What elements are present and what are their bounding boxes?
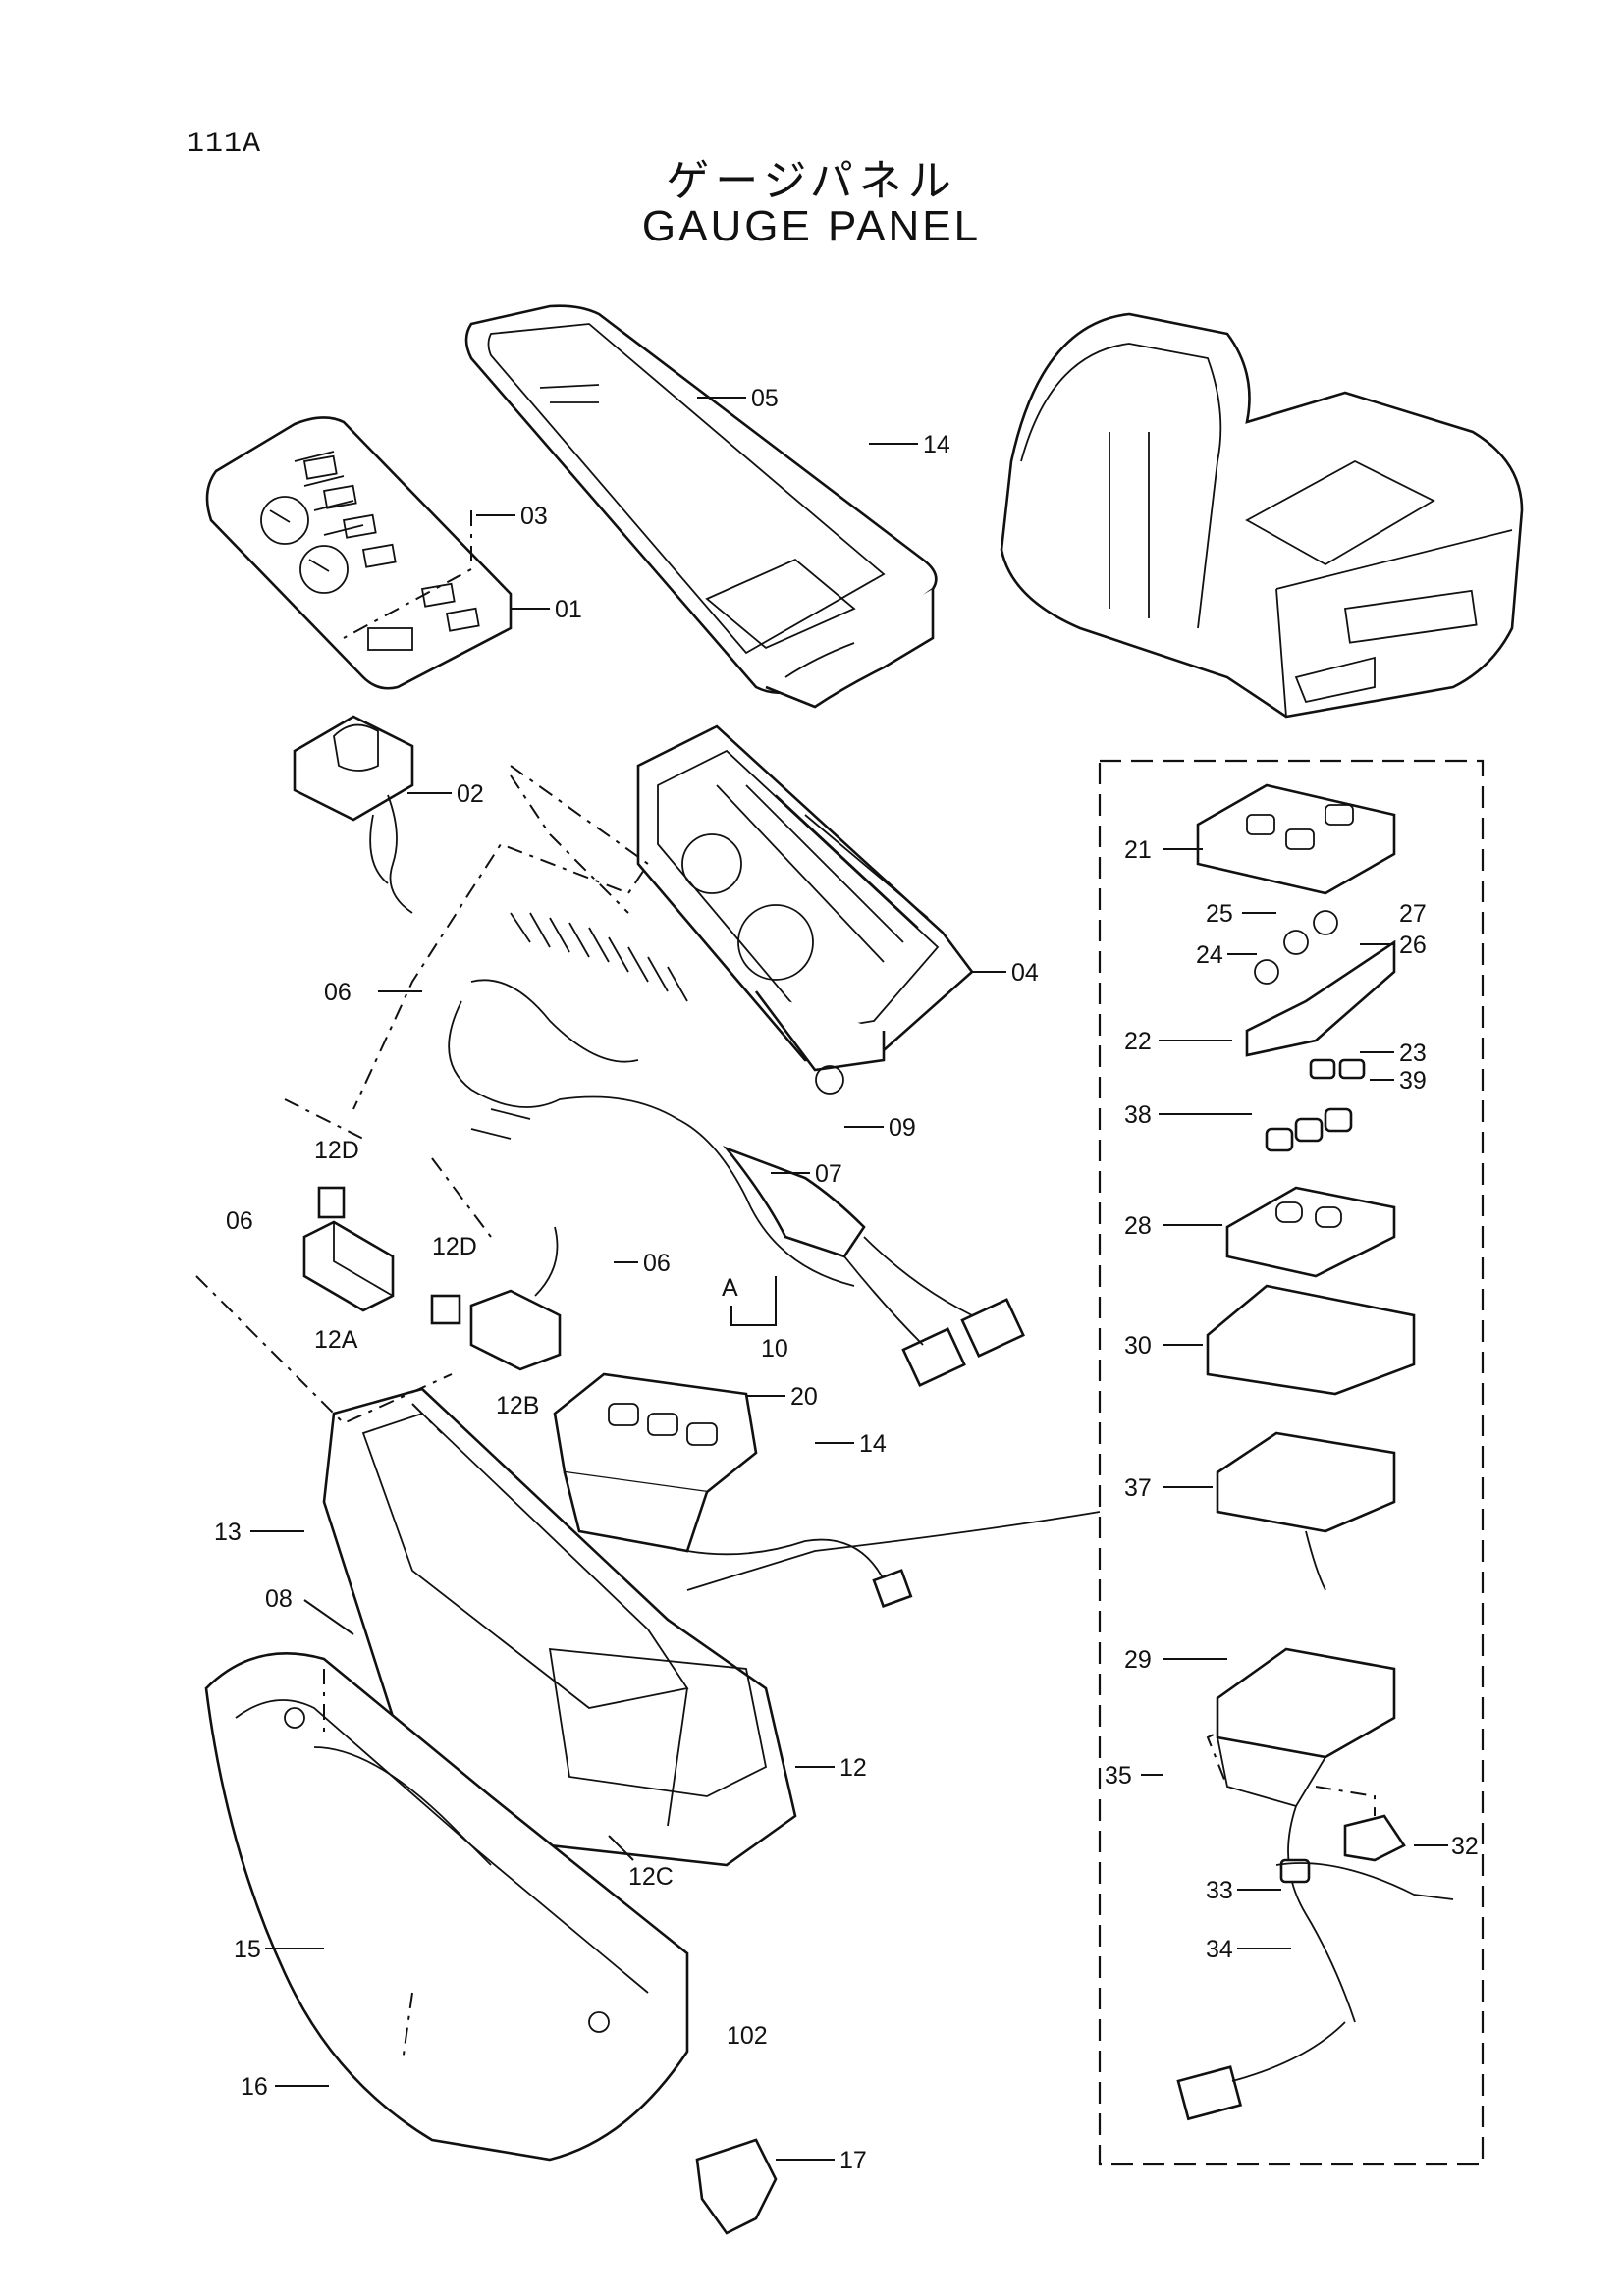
- part-12-bracket: [322, 1387, 797, 1867]
- callouts: 05 14 03 01 02 04 06 12D 06 12A 09 07 12…: [214, 385, 1479, 2174]
- callout-08: 08: [265, 1585, 293, 1613]
- part-05-cover: [464, 304, 938, 709]
- switch-unit-detail-frame: [1098, 759, 1485, 2166]
- callout-28: 28: [1124, 1212, 1152, 1240]
- callout-29: 29: [1124, 1646, 1152, 1674]
- part-29-case: [1216, 1647, 1396, 2023]
- part-21-switch-cover: [1196, 783, 1396, 895]
- callout-01: 01: [555, 596, 582, 623]
- callout-12D: 12D: [432, 1233, 477, 1260]
- part-12A-relay: [302, 1186, 395, 1312]
- callout-14: 14: [923, 431, 950, 458]
- callout-21: 21: [1124, 836, 1152, 864]
- callout-09: 09: [889, 1114, 916, 1142]
- callout-06: 06: [324, 979, 352, 1006]
- part-01-gauge-panel: [205, 416, 513, 690]
- callout-17: 17: [839, 2147, 867, 2174]
- part-30-frame: [1206, 1284, 1416, 1396]
- callout-12B: 12B: [496, 1392, 539, 1419]
- callout-12D: 12D: [314, 1137, 359, 1164]
- part-15-side-cover: [204, 1652, 689, 2162]
- callout-16: 16: [241, 2073, 268, 2101]
- callout-06: 06: [226, 1207, 253, 1235]
- diagram-title-japanese: ゲージパネル: [666, 156, 957, 206]
- part-28-seal: [1225, 1186, 1396, 1278]
- callout-38: 38: [1124, 1101, 1152, 1129]
- page-number: 111A: [187, 128, 262, 161]
- callout-A: A: [722, 1274, 738, 1302]
- callout-27: 27: [1399, 900, 1427, 928]
- callout-20: 20: [790, 1383, 818, 1411]
- assembly-guide-lines: [195, 510, 1485, 2166]
- part-04-housing: [636, 724, 974, 1095]
- callout-25: 25: [1206, 900, 1233, 928]
- diagram-title: GAUGE PANEL: [641, 202, 982, 250]
- callout-32: 32: [1451, 1833, 1479, 1860]
- part-17-cap: [695, 2138, 778, 2235]
- callout-13: 13: [214, 1519, 242, 1546]
- callout-12A: 12A: [314, 1326, 358, 1354]
- callout-24: 24: [1196, 941, 1223, 969]
- callout-04: 04: [1011, 959, 1039, 987]
- machine-silhouette: [1000, 312, 1524, 719]
- callout-37: 37: [1124, 1474, 1152, 1502]
- callout-35: 35: [1105, 1762, 1132, 1789]
- callout-23: 23: [1399, 1040, 1427, 1067]
- callout-30: 30: [1124, 1332, 1152, 1360]
- callout-14: 14: [859, 1430, 887, 1458]
- callout-33: 33: [1206, 1877, 1233, 1904]
- callout-34: 34: [1206, 1936, 1233, 1963]
- callout-10: 10: [761, 1335, 788, 1362]
- part-20-switch-panel: [553, 1372, 913, 1608]
- callout-26: 26: [1399, 932, 1427, 959]
- part-32-connector: [1343, 1814, 1406, 1862]
- harness-connector-lower: [1176, 2021, 1346, 2121]
- part-02-switch: [293, 715, 414, 914]
- callout-12: 12: [839, 1754, 867, 1782]
- part-22-switch-board: [1245, 910, 1396, 1057]
- part-37-board: [1216, 1431, 1396, 1591]
- part-12B-relay: [430, 1226, 562, 1371]
- part-10-harness: [448, 912, 1025, 1387]
- callout-06: 06: [643, 1250, 671, 1277]
- callout-12C: 12C: [628, 1863, 674, 1891]
- callout-03: 03: [520, 503, 548, 530]
- switch-caps: [1265, 1058, 1366, 1152]
- part-33-clamp: [1275, 1858, 1454, 1900]
- callout-02: 02: [457, 780, 484, 808]
- callout-05: 05: [751, 385, 779, 412]
- callout-07: 07: [815, 1160, 842, 1188]
- callout-102: 102: [727, 2022, 768, 2050]
- callout-15: 15: [234, 1936, 261, 1963]
- callout-39: 39: [1399, 1067, 1427, 1095]
- callout-22: 22: [1124, 1028, 1152, 1055]
